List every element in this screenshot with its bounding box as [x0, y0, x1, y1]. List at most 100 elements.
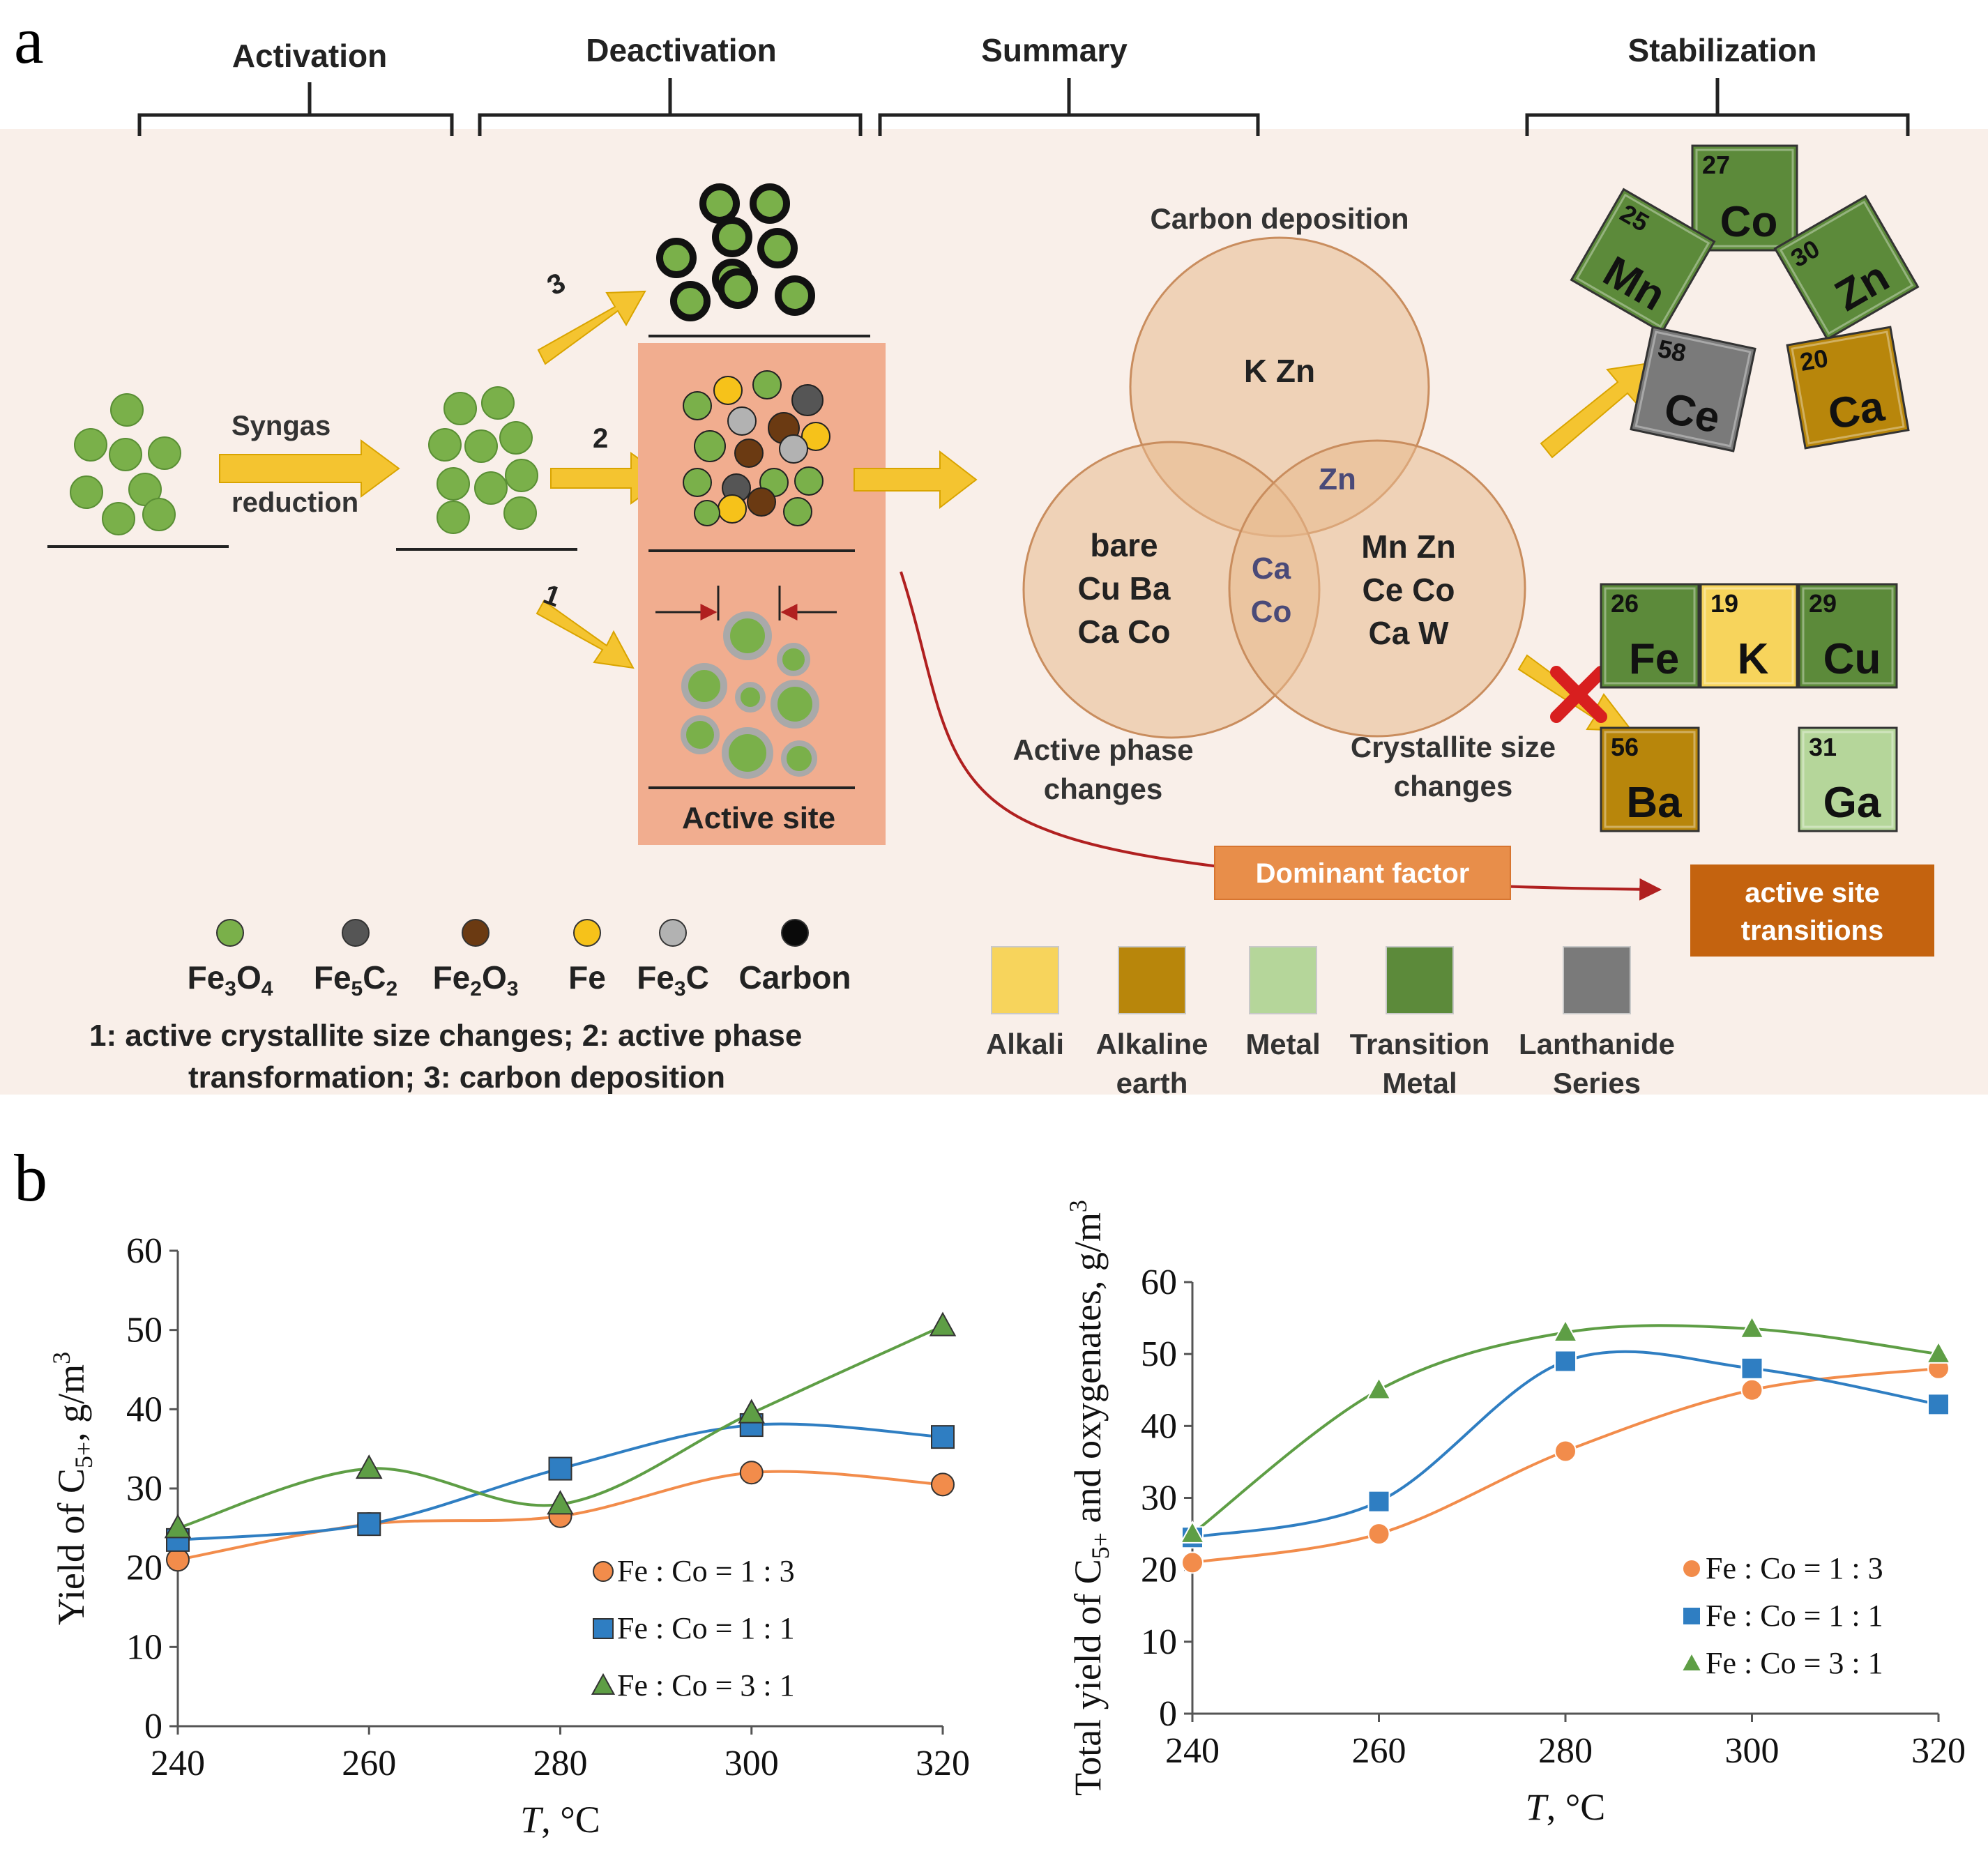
venn-circle-size: [1228, 439, 1526, 738]
data-point-square: [1554, 1350, 1577, 1373]
data-point-circle: [1367, 1523, 1390, 1546]
legend-label: Fe : Co = 1 : 1: [617, 1611, 795, 1645]
species-swatch: [781, 919, 809, 947]
activated-particles: [428, 386, 538, 534]
species-note-line2: transformation; 3: carbon deposition: [188, 1060, 725, 1095]
legend-label: Fe : Co = 1 : 3: [1706, 1551, 1883, 1585]
non-promoter-tile-number: 31: [1809, 733, 1837, 761]
x-tick-label: 260: [342, 1744, 396, 1783]
x-tick-label: 300: [1725, 1731, 1780, 1771]
data-point-triangle: [1366, 1376, 1392, 1400]
x-tick-label: 280: [1538, 1731, 1593, 1771]
category-item-metal: Metal: [1245, 946, 1321, 1060]
phase-mixed-particles: [683, 370, 830, 526]
x-tick-label: 320: [916, 1744, 970, 1783]
non-promoter-tile-symbol: Ba: [1626, 779, 1682, 827]
y-axis-title: Yield of C5+, g/m3: [47, 1352, 98, 1625]
active-site-label: Active site: [682, 801, 835, 835]
y-tick-label: 0: [1159, 1694, 1177, 1734]
species-label: Fe3C: [637, 959, 709, 1000]
legend-marker-circle: [1682, 1559, 1701, 1578]
category-swatch: [991, 946, 1059, 1014]
header-activation: Activation: [232, 38, 387, 74]
header-brackets: [137, 78, 1910, 136]
sintered-particles: [681, 611, 819, 779]
panel-b-label: b: [14, 1141, 47, 1215]
arrow-to-summary: [853, 450, 978, 510]
species-swatch: [659, 919, 687, 947]
data-point-square: [1740, 1357, 1763, 1380]
venn-left-line1: bare: [1090, 527, 1158, 563]
category-label: Alkaline: [1095, 1028, 1208, 1060]
x-tick-label: 240: [151, 1744, 205, 1783]
non-promoter-tile-symbol: K: [1738, 635, 1769, 683]
venn-right-line1: Mn Zn: [1361, 528, 1455, 565]
non-promoter-tile-symbol: Ga: [1823, 779, 1881, 827]
arrow-path-1: [536, 600, 635, 669]
promoter-tile-symbol: Co: [1720, 198, 1778, 246]
active-site-transitions-box: [1690, 864, 1934, 957]
non-promoter-tile-number: 19: [1710, 589, 1738, 618]
y-tick-label: 60: [126, 1231, 162, 1271]
species-label: Fe2O3: [433, 959, 519, 1000]
x-tick-label: 300: [724, 1744, 779, 1783]
data-point-triangle: [1552, 1318, 1579, 1342]
data-point-triangle: [1925, 1340, 1952, 1364]
promoter-tile-symbol: Ca: [1825, 382, 1888, 439]
y-tick-label: 10: [1141, 1622, 1177, 1662]
data-point-triangle: [547, 1490, 574, 1515]
data-point-square: [357, 1512, 381, 1537]
bracket-stabilization: [1525, 78, 1910, 136]
x-tick-label: 240: [1165, 1731, 1220, 1771]
species-label: Fe5C2: [314, 959, 397, 1000]
non-promoter-tile-number: 29: [1809, 589, 1837, 618]
initial-particles: [70, 393, 181, 535]
venn-right-line2: Ce Co: [1363, 572, 1455, 608]
species-item-carbon: Carbon: [739, 919, 851, 996]
category-swatch: [1249, 946, 1317, 1014]
promoter-tile-number: 58: [1655, 334, 1689, 367]
y-tick-label: 50: [126, 1311, 162, 1350]
data-point-triangle: [164, 1514, 192, 1539]
species-item-fe3c: Fe3C: [637, 919, 709, 1000]
venn-left-line2: Cu Ba: [1078, 570, 1171, 607]
species-swatch: [216, 919, 244, 947]
data-point-square: [931, 1425, 955, 1449]
species-item-fe3o4: Fe3O4: [188, 919, 273, 1000]
path-2-label: 2: [593, 423, 608, 454]
x-tick-label: 320: [1911, 1731, 1966, 1771]
species-swatch: [462, 919, 490, 947]
y-tick-label: 30: [1141, 1479, 1177, 1518]
active-site-transitions-line1: active site: [1745, 878, 1879, 908]
species-item-fe2o3: Fe2O3: [433, 919, 519, 1000]
legend-marker-triangle: [1680, 1651, 1703, 1673]
legend-marker-triangle: [591, 1673, 616, 1695]
category-item-alkali: Alkali: [986, 946, 1064, 1060]
species-note-line1: 1: active crystallite size changes; 2: a…: [89, 1019, 802, 1053]
panel-a: a Activation Deactivation Summary Stabil…: [0, 3, 1988, 1099]
data-point-square: [1367, 1490, 1390, 1513]
carbon-deposited-particles: [656, 183, 815, 321]
species-label: Fe3O4: [188, 959, 273, 1000]
venn-center-line1: Ca: [1252, 551, 1291, 586]
venn-title-top: Carbon deposition: [1151, 202, 1409, 235]
legend-label: Fe : Co = 1 : 1: [1706, 1599, 1883, 1633]
y-tick-label: 20: [1141, 1551, 1177, 1590]
y-tick-label: 0: [144, 1707, 162, 1746]
venn-label-right-2: changes: [1394, 770, 1512, 802]
dominant-factor-box: [1214, 846, 1511, 900]
size-change-indicator: [655, 586, 837, 620]
cross-icon: [1550, 666, 1607, 723]
active-site-transitions-line2: transitions: [1741, 915, 1883, 946]
category-label: Series: [1553, 1067, 1641, 1099]
